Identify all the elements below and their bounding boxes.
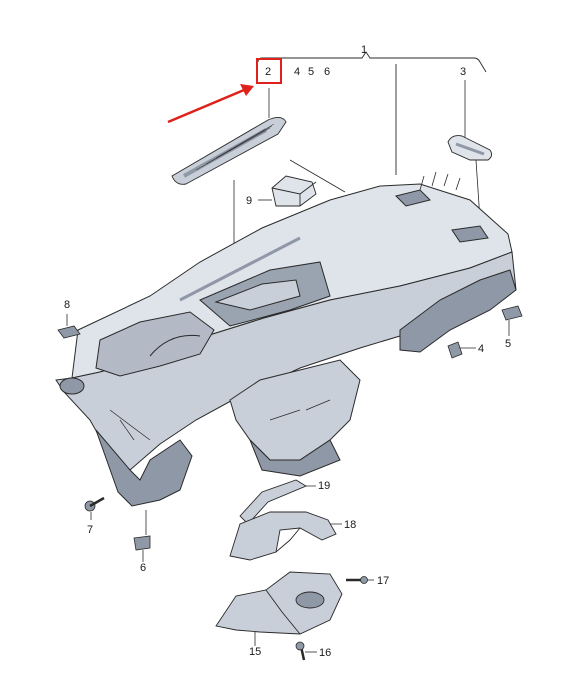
part-7-screw bbox=[84, 496, 105, 512]
callout-5-top: 5 bbox=[308, 66, 315, 78]
callout-6: 6 bbox=[140, 562, 147, 574]
dashboard-carrier bbox=[55, 171, 517, 507]
part-6-clip bbox=[133, 535, 151, 551]
part-3-cover bbox=[447, 135, 493, 161]
part-15-cover bbox=[215, 571, 343, 635]
callout-8: 8 bbox=[64, 299, 71, 311]
callout-7: 7 bbox=[87, 524, 94, 536]
part-18-cover bbox=[229, 511, 337, 561]
callout-3: 3 bbox=[460, 66, 467, 78]
callout-2: 2 bbox=[265, 66, 272, 78]
callout-5: 5 bbox=[505, 338, 512, 350]
part-4-clip bbox=[447, 341, 463, 359]
highlight-box bbox=[256, 58, 282, 84]
group-bracket-1 bbox=[257, 51, 487, 175]
part-9-block bbox=[271, 175, 317, 207]
callout-4: 4 bbox=[478, 343, 485, 355]
callout-16: 16 bbox=[319, 647, 332, 659]
callout-1: 1 bbox=[361, 44, 368, 56]
callout-4-top: 4 bbox=[294, 66, 301, 78]
callout-15: 15 bbox=[249, 646, 262, 658]
part-5-clip bbox=[501, 305, 523, 321]
part-2-grille bbox=[171, 117, 287, 185]
part-8-clip bbox=[57, 325, 81, 339]
callout-6-top: 6 bbox=[324, 66, 331, 78]
callout-9: 9 bbox=[246, 195, 253, 207]
part-17-screw bbox=[346, 576, 368, 584]
callout-19: 19 bbox=[318, 480, 331, 492]
part-16-screw bbox=[295, 641, 306, 661]
highlight-arrow bbox=[167, 84, 254, 124]
callout-17: 17 bbox=[377, 575, 390, 587]
callout-18: 18 bbox=[344, 519, 357, 531]
